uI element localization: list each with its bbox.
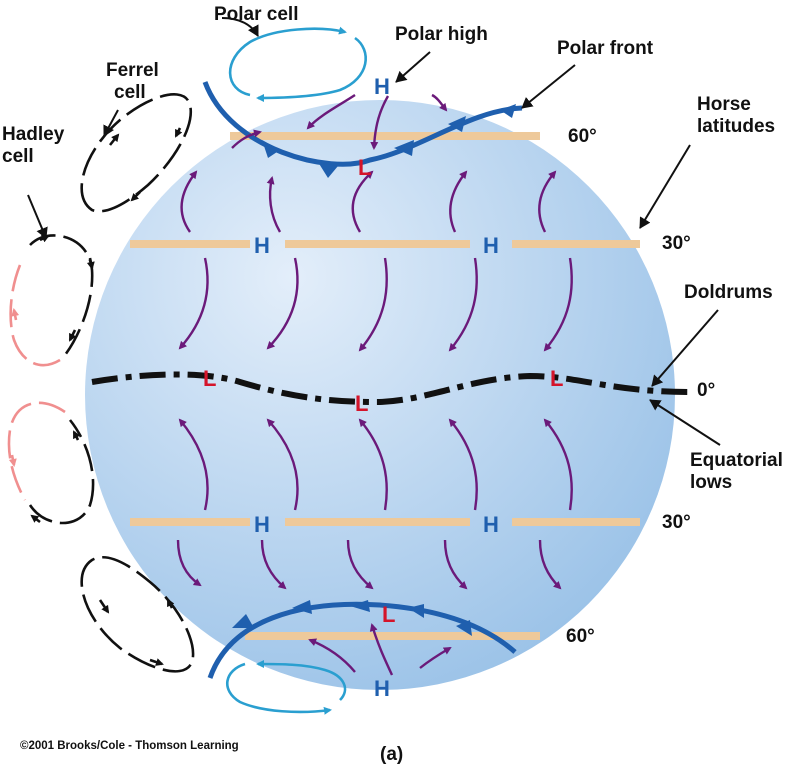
equator-line [91, 371, 691, 406]
polar-low-mark-south: L [382, 602, 396, 627]
leader-horse-latitudes [639, 144, 691, 229]
lat-30s-label: 30° [662, 512, 691, 533]
globe [85, 100, 675, 690]
copyright-notice: ©2001 Brooks/Cole - Thomson Learning [20, 740, 239, 752]
leader-polar-front [521, 64, 576, 109]
subtropical-high-mark-ne: H [483, 233, 499, 258]
leader-ferrel-cell [103, 109, 119, 137]
ferrel-cell-loop-north-arrows [108, 127, 183, 202]
panel-label: (a) [380, 744, 404, 765]
polar-front-south [207, 601, 517, 679]
latitude-bands [130, 132, 640, 640]
polar-front-south-teeth [232, 600, 472, 636]
polar-front-north-teeth [262, 104, 516, 178]
hadley-cell-label: Hadley cell [2, 124, 64, 168]
horse-latitudes-label: Horse latitudes [697, 94, 775, 138]
lat-60n-label: 60° [568, 126, 597, 147]
leader-doldrums [651, 309, 719, 387]
lat-0-label: 0° [697, 380, 716, 401]
equatorial-lows-label-line1: Equatorial [690, 450, 783, 471]
equatorial-low-mark-west: L [203, 366, 217, 391]
ferrel-cell-label: Ferrel cell [106, 60, 159, 104]
ferrel-cell-loop-south-arrows [98, 598, 175, 666]
subtropical-high-mark-nw: H [254, 233, 270, 258]
polar-high-mark: H [374, 74, 390, 99]
hadley-cell-loop-south [7, 401, 95, 525]
polar-cell-loop-north [228, 26, 367, 102]
equatorial-low-mark-east: L [550, 366, 564, 391]
polar-high-label: Polar high [395, 24, 488, 45]
ferrel-cell-label-line2: cell [114, 82, 146, 103]
wind-arrows [176, 93, 573, 676]
polar-low-mark-north: L [358, 155, 372, 180]
doldrums-label: Doldrums [684, 282, 773, 303]
ferrel-cell-loop-south [80, 555, 195, 673]
leader-equatorial-lows [649, 399, 721, 446]
lat-60s-label: 60° [566, 626, 595, 647]
hadley-cell-loop-north [9, 234, 95, 367]
equatorial-lows-label-line2: lows [690, 472, 733, 493]
ferrel-cell-loop-north [80, 93, 193, 213]
leader-polar-high [395, 51, 431, 83]
horse-latitudes-label-line1: Horse [697, 94, 751, 115]
subtropical-high-mark-sw: H [254, 512, 270, 537]
polar-cell-loop-south [225, 660, 347, 715]
equatorial-lows-label: Equatorial lows [690, 450, 783, 494]
polar-front-north [202, 81, 523, 167]
polar-front-label: Polar front [557, 38, 654, 59]
leader-polar-cell [221, 17, 259, 37]
lat-30n-label: 30° [662, 233, 691, 254]
ferrel-cell-label-line1: Ferrel [106, 60, 159, 81]
hadley-cell-label-line1: Hadley [2, 124, 65, 145]
polar-cell-label: Polar cell [214, 4, 299, 25]
equatorial-low-mark-center: L [355, 391, 369, 416]
hadley-cell-label-line2: cell [2, 146, 34, 167]
polar-high-mark-south: H [374, 676, 390, 701]
leader-lines [27, 17, 721, 446]
leader-hadley-cell [27, 194, 48, 239]
horse-latitudes-label-line2: latitudes [697, 116, 776, 137]
subtropical-high-mark-se: H [483, 512, 499, 537]
